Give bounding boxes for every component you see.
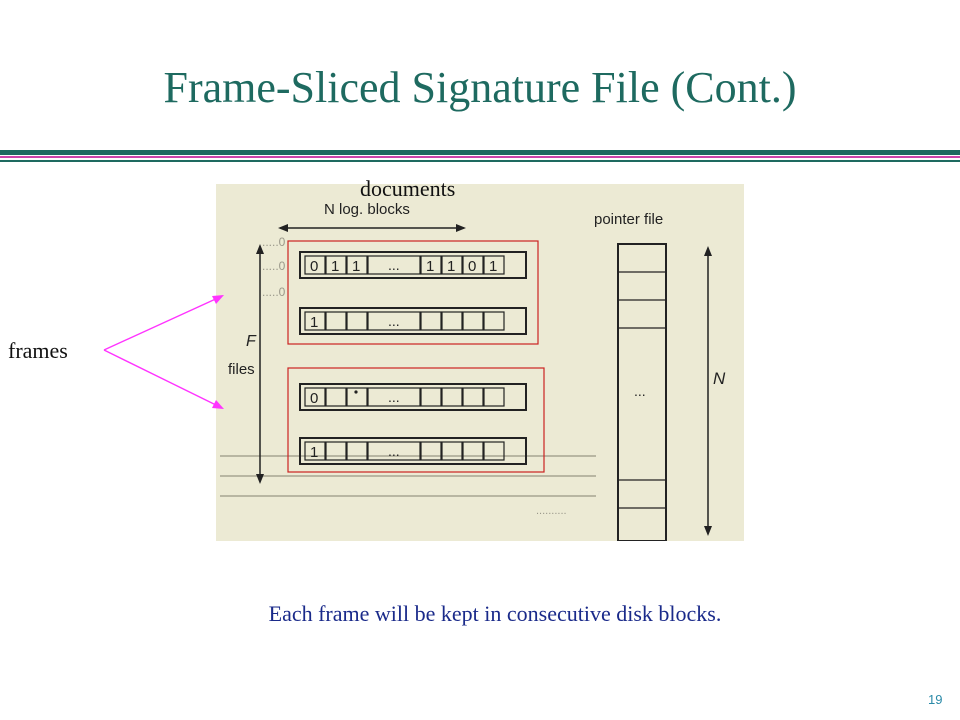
bit-value: 1 (310, 314, 318, 331)
frame-sliced-figure: .....0 .....0 .....0 .......... N log. b… (216, 184, 744, 541)
bit-cell (483, 255, 505, 275)
bit-cell (367, 311, 421, 331)
bit-value: 0 (468, 258, 476, 275)
pointer-file-column: ... (617, 243, 667, 541)
bit-cell (441, 387, 463, 407)
bit-value: 0 (310, 390, 318, 407)
bit-value: 1 (331, 258, 339, 275)
ellipsis: ... (388, 313, 400, 329)
n-label: N (713, 369, 726, 388)
documents-label: documents (360, 176, 456, 201)
f-label: F (246, 333, 257, 350)
files-label: files (228, 361, 255, 378)
bit-cell (420, 255, 442, 275)
row-outline (299, 437, 527, 465)
slide-title: Frame-Sliced Signature File (Cont.) (163, 63, 797, 112)
scan-text: .......... (536, 505, 567, 517)
n-arrow-bottom-head (704, 526, 712, 536)
bit-cell (420, 387, 442, 407)
title-rule-magenta (0, 156, 960, 158)
bit-value: 1 (489, 258, 497, 275)
title-rule-teal-top (0, 150, 960, 155)
frame-box-1 (287, 240, 539, 345)
bit-cell (346, 311, 368, 331)
row-outline (299, 307, 527, 335)
bit-cell (346, 387, 368, 407)
bit-value: 0 (310, 258, 318, 275)
bit-cell (462, 387, 484, 407)
bit-cell (325, 441, 347, 461)
n-arrow-top-head (704, 246, 712, 256)
bit-cell (367, 387, 421, 407)
signature-row-4: 1 ... (299, 437, 527, 465)
f-arrow-top-head (256, 244, 264, 254)
title-rule-teal-bottom (0, 160, 960, 162)
bit-cell (462, 255, 484, 275)
pointer-ellipsis: ... (634, 383, 646, 399)
bit-cell (325, 387, 347, 407)
bit-cell (441, 255, 463, 275)
bit-cell (304, 441, 326, 461)
dot-mark (354, 390, 358, 394)
frames-arrow-lower-head (212, 400, 224, 409)
ellipsis: ... (388, 443, 400, 459)
bit-cell (441, 441, 463, 461)
bit-cell (346, 255, 368, 275)
row-outline (299, 383, 527, 411)
bit-cell (483, 311, 505, 331)
frames-arrow-lower (103, 349, 221, 408)
header-arrow-right-head (456, 224, 466, 232)
page-number: 19 (928, 692, 943, 707)
bit-cell (325, 255, 347, 275)
bit-cell (304, 255, 326, 275)
bit-cell (420, 311, 442, 331)
bit-value: 1 (310, 444, 318, 461)
bit-cell (346, 441, 368, 461)
bit-cell (304, 387, 326, 407)
frames-arrow-upper-head (212, 295, 224, 304)
header-arrow-left-head (278, 224, 288, 232)
frame-box-2 (287, 367, 545, 473)
frames-label: frames (8, 338, 68, 363)
figure-drawing: .....0 .....0 .....0 .......... N log. b… (220, 201, 726, 541)
pointer-file-outline (617, 243, 667, 541)
bit-cell (325, 311, 347, 331)
bit-value: 1 (447, 258, 455, 275)
ellipsis: ... (388, 257, 400, 273)
scan-text: .....0 (262, 259, 286, 273)
bit-cell (420, 441, 442, 461)
bit-value: 1 (352, 258, 360, 275)
signature-row-2: 1 ... (299, 307, 527, 335)
signature-row-3: 0 ... (299, 383, 527, 411)
ellipsis: ... (388, 389, 400, 405)
figure-header-label: N log. blocks (324, 201, 410, 218)
signature-row-1: 0 1 1 ... 1 1 0 1 (299, 251, 527, 279)
bit-cell (483, 387, 505, 407)
bit-cell (367, 441, 421, 461)
bit-cell (483, 441, 505, 461)
pointer-file-label: pointer file (594, 211, 663, 228)
bit-cell (367, 255, 421, 275)
bit-cell (462, 311, 484, 331)
bit-cell (462, 441, 484, 461)
row-outline (299, 251, 527, 279)
scan-text: .....0 (262, 235, 286, 249)
scan-text: .....0 (262, 285, 286, 299)
bit-cell (441, 311, 463, 331)
frames-arrow-upper (103, 296, 221, 351)
bit-cell (304, 311, 326, 331)
slide-caption: Each frame will be kept in consecutive d… (268, 601, 722, 626)
bit-value: 1 (426, 258, 434, 275)
f-arrow-bottom-head (256, 474, 264, 484)
